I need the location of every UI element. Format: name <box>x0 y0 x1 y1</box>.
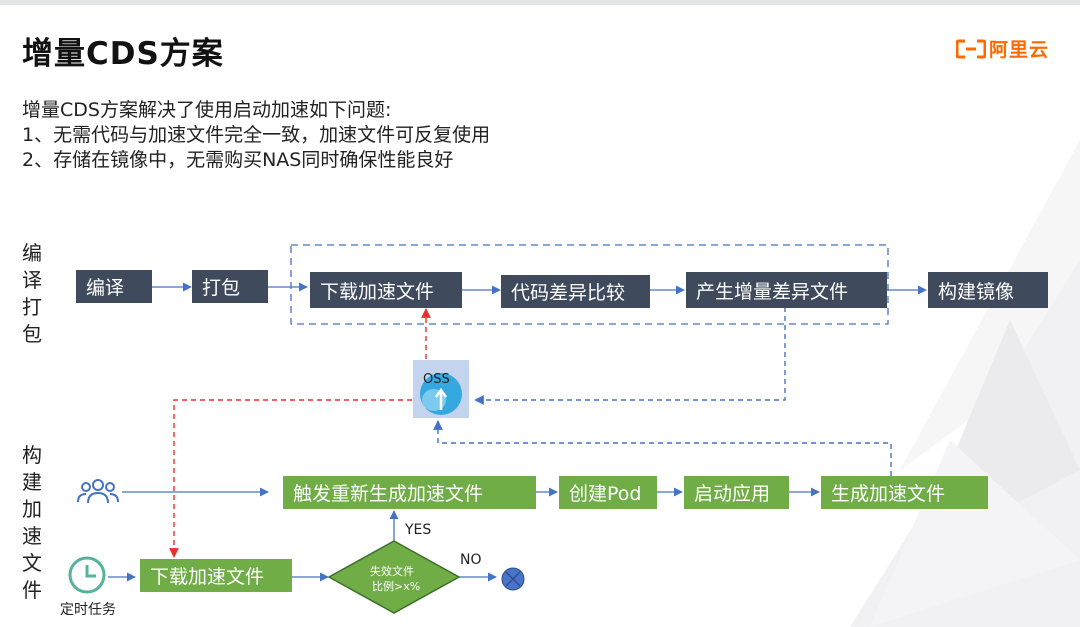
page-title: 增量CDS方案 <box>22 36 224 72</box>
oss-label: OSS <box>423 372 450 387</box>
top-bar <box>0 0 1080 5</box>
lane-char: 包 <box>22 322 42 346</box>
arrow-oss-bottom-download <box>169 399 412 558</box>
gen-accel-node: 生成加速文件 <box>821 476 988 509</box>
stop-icon <box>501 567 525 591</box>
download-accel-bottom-node: 下载加速文件 <box>140 559 292 592</box>
download-accel-node: 下载加速文件 <box>310 272 462 308</box>
lane-char: 加 <box>22 497 42 521</box>
code-diff-node: 代码差异比较 <box>501 275 650 308</box>
oss-bucket-icon <box>413 360 469 418</box>
lane-char: 件 <box>22 578 42 602</box>
trigger-regen-node: 触发重新生成加速文件 <box>283 476 536 509</box>
decision-diamond <box>327 540 461 614</box>
intro-line: 1、无需代码与加速文件完全一致，加速文件可反复使用 <box>22 124 491 146</box>
logo-text: 阿里云 <box>989 39 1050 61</box>
yes-label: YES <box>405 522 432 538</box>
decision-text-2: 比例>x% <box>372 580 421 593</box>
arrow-produce-oss <box>474 307 786 405</box>
compile-node: 编译 <box>76 270 152 303</box>
lane-char: 编 <box>22 241 42 265</box>
arrow-gen-oss <box>433 420 892 476</box>
lane-char: 速 <box>22 524 42 548</box>
no-label: NO <box>460 552 482 568</box>
decision-text-1: 失效文件 <box>370 565 414 578</box>
aliyun-logo-icon <box>956 39 986 58</box>
users-icon <box>77 479 119 504</box>
lane-char: 打 <box>22 295 42 319</box>
aliyun-logo: 阿里云 <box>956 35 1049 62</box>
timer-caption: 定时任务 <box>60 602 116 618</box>
lane-char: 建 <box>22 470 42 494</box>
intro-text: 增量CDS方案解决了使用启动加速如下问题: 1、无需代码与加速文件完全一致，加速… <box>22 98 490 173</box>
build-group-border <box>290 244 889 325</box>
lane-char: 构 <box>22 443 42 467</box>
build-image-node: 构建镜像 <box>928 272 1048 308</box>
intro-line: 增量CDS方案解决了使用启动加速如下问题: <box>22 99 392 121</box>
produce-diff-node: 产生增量差异文件 <box>686 272 887 308</box>
start-app-node: 启动应用 <box>684 476 789 509</box>
intro-line: 2、存储在镜像中，无需购买NAS同时确保性能良好 <box>22 149 454 171</box>
clock-icon <box>68 556 106 594</box>
package-node: 打包 <box>192 270 268 303</box>
lane-char: 译 <box>22 268 42 292</box>
lane-label-build: 编 译 打 包 <box>20 240 44 348</box>
create-pod-node: 创建Pod <box>559 476 657 509</box>
lane-label-generate: 构 建 加 速 文 件 <box>20 442 44 604</box>
lane-char: 文 <box>22 551 42 575</box>
